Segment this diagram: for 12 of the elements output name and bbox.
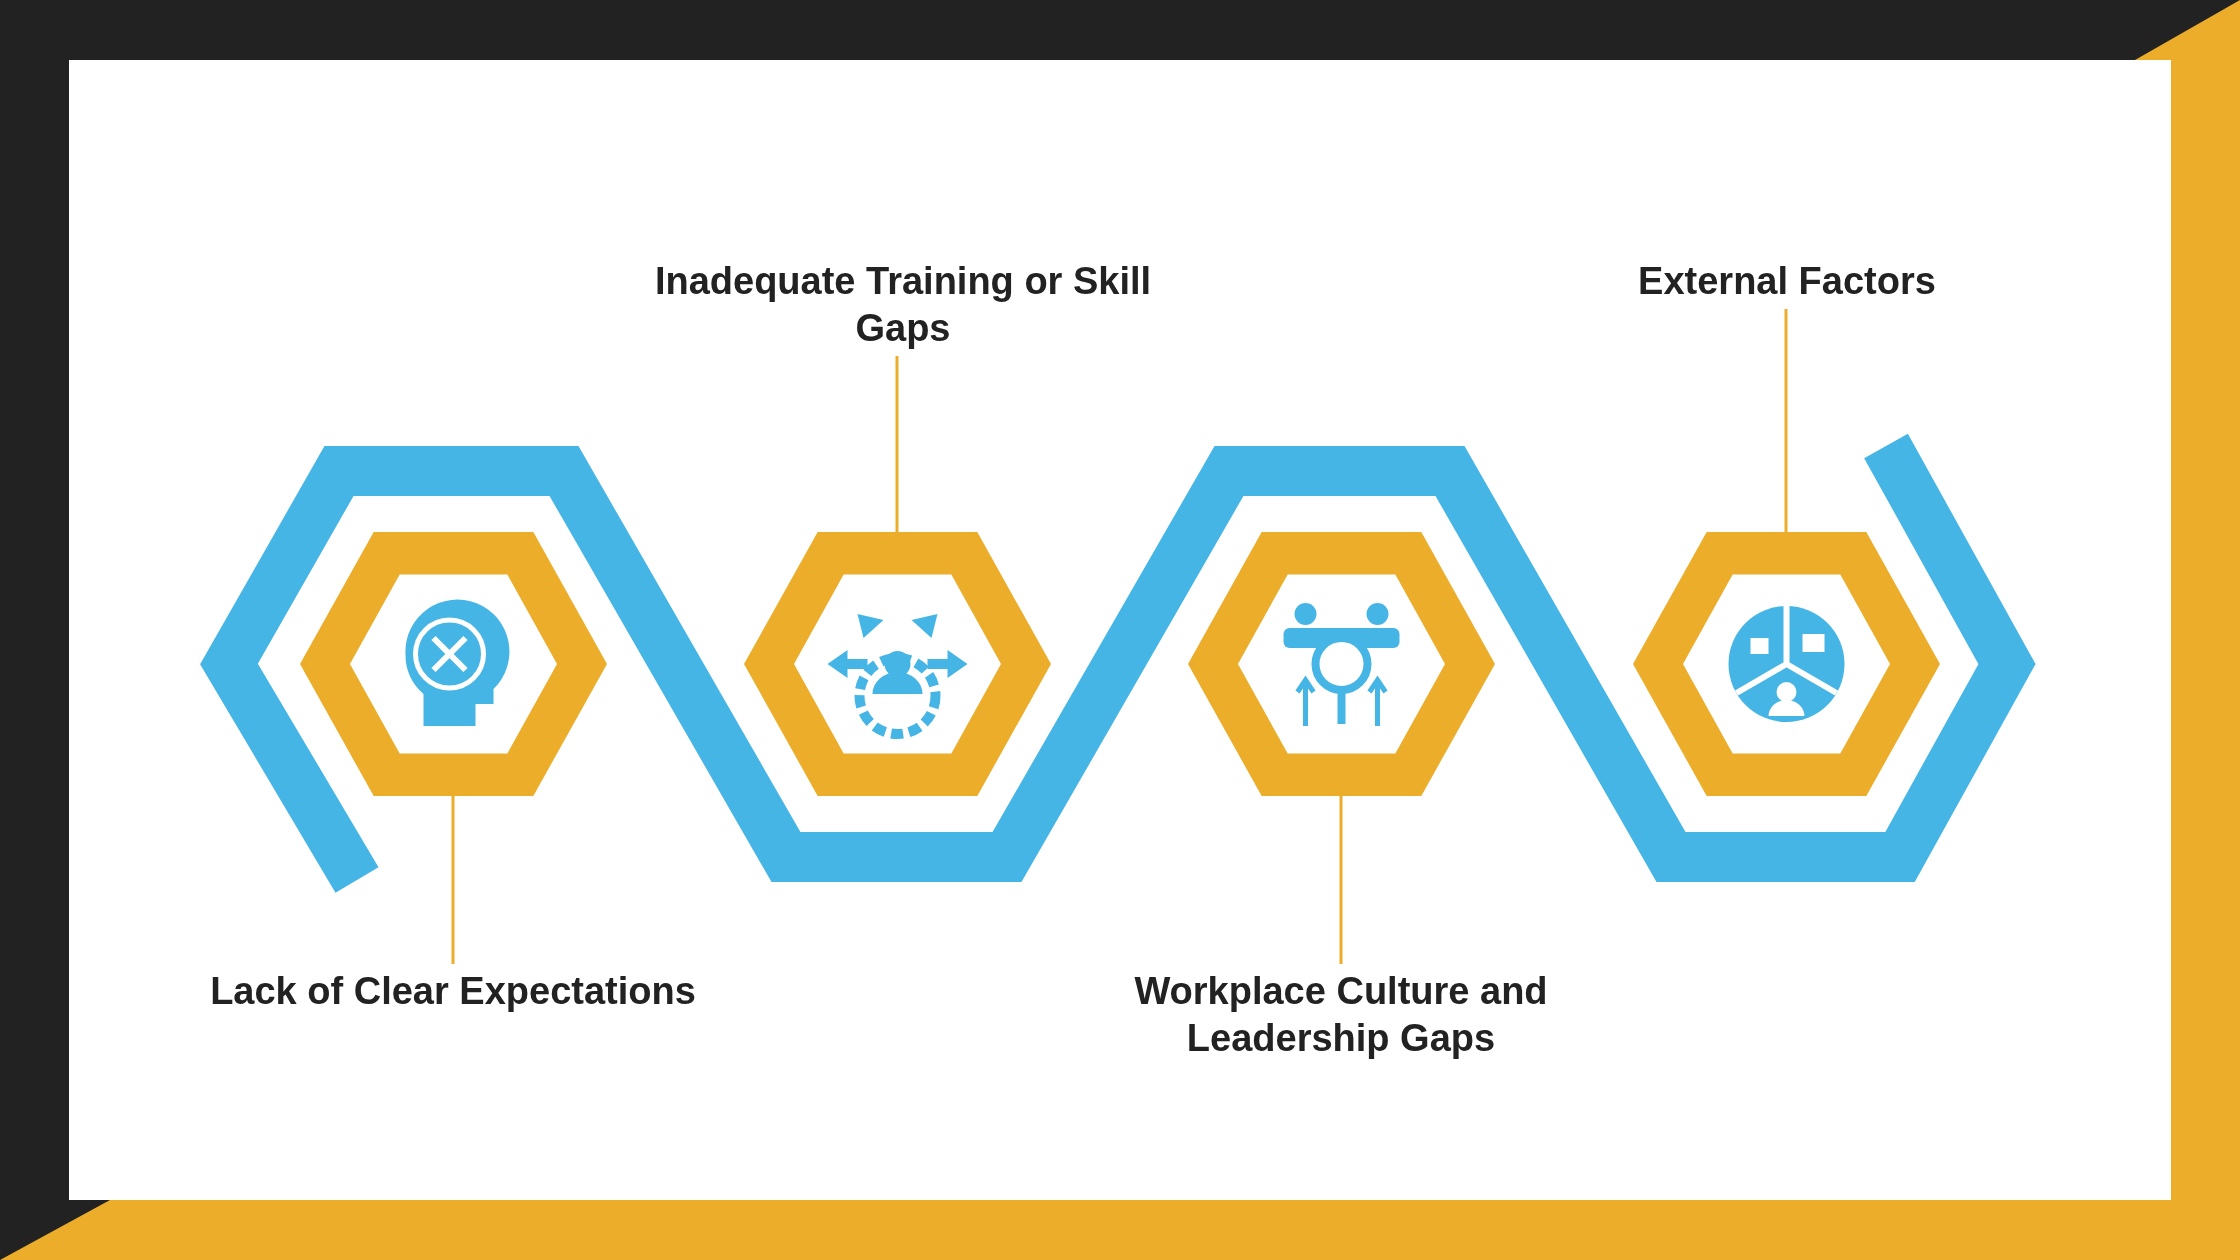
step-title: Workplace Culture and Leadership Gaps xyxy=(1081,968,1601,1062)
leader-line xyxy=(1339,796,1343,964)
leader-line xyxy=(451,796,455,964)
leader-line xyxy=(1784,309,1788,532)
hexagon-badge xyxy=(1187,532,1495,796)
step-title: External Factors xyxy=(1527,258,2047,305)
hexagon-badge xyxy=(743,532,1051,796)
step-title: Inadequate Training or Skill Gaps xyxy=(643,258,1163,352)
step-title: Lack of Clear Expectations xyxy=(193,968,713,1015)
hexagon-badge xyxy=(299,532,607,796)
hexagon-badge xyxy=(1632,532,1940,796)
leader-line xyxy=(895,356,899,532)
